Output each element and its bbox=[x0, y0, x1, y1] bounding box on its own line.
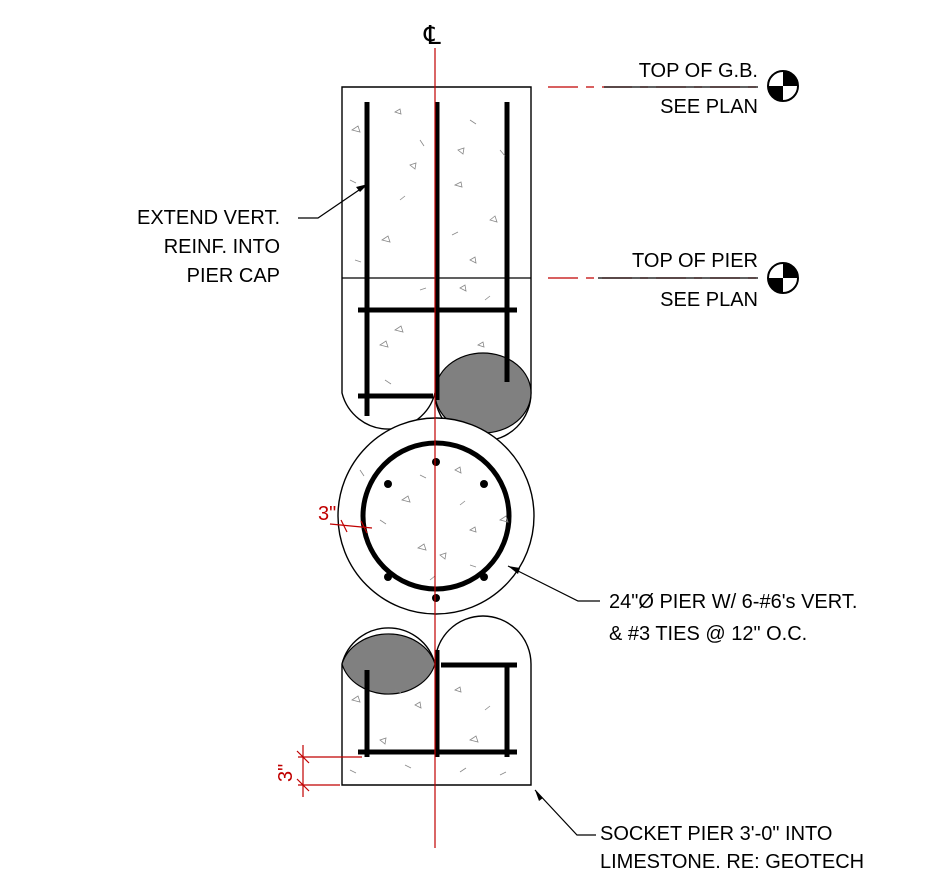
note-extend-line-1: EXTEND VERT. bbox=[137, 207, 280, 229]
level-top-pier: TOP OF PIER SEE PLAN bbox=[548, 250, 799, 311]
level-top-pier-sub: SEE PLAN bbox=[660, 289, 758, 311]
note-extend-line-2: REINF. INTO bbox=[164, 236, 280, 258]
note-pier: 24"Ø PIER W/ 6-#6's VERT. & #3 TIES @ 12… bbox=[507, 565, 857, 645]
rebar-dots bbox=[384, 458, 488, 602]
note-socket-line-1: SOCKET PIER 3'-0" INTO bbox=[600, 823, 832, 845]
level-top-gb-title: TOP OF G.B. bbox=[639, 60, 758, 82]
centerline-symbol: ℄ bbox=[423, 21, 441, 51]
dimension-section-cover-label: 3" bbox=[318, 503, 336, 525]
pier-section bbox=[337, 417, 535, 615]
note-socket: SOCKET PIER 3'-0" INTO LIMESTONE. RE: GE… bbox=[534, 789, 864, 873]
lower-pier-segment bbox=[341, 615, 532, 786]
note-extend-line-3: PIER CAP bbox=[187, 265, 280, 287]
upper-pier-segment bbox=[341, 86, 532, 442]
dimension-bottom-cover-label: 3" bbox=[275, 764, 297, 782]
level-top-gb-sub: SEE PLAN bbox=[660, 96, 758, 118]
level-top-pier-title: TOP OF PIER bbox=[632, 250, 758, 272]
note-pier-line-2: & #3 TIES @ 12" O.C. bbox=[609, 623, 807, 645]
note-extend-vert: EXTEND VERT. REINF. INTO PIER CAP bbox=[137, 184, 368, 287]
note-pier-line-1: 24"Ø PIER W/ 6-#6's VERT. bbox=[609, 591, 857, 613]
elevation-marker-icon bbox=[767, 262, 799, 294]
note-socket-line-2: LIMESTONE. RE: GEOTECH bbox=[600, 851, 864, 873]
dimension-bottom-cover: 3" bbox=[275, 745, 362, 797]
level-top-gb: TOP OF G.B. SEE PLAN bbox=[548, 60, 799, 118]
dimension-section-cover: 3" bbox=[318, 503, 373, 534]
elevation-marker-icon bbox=[767, 70, 799, 102]
